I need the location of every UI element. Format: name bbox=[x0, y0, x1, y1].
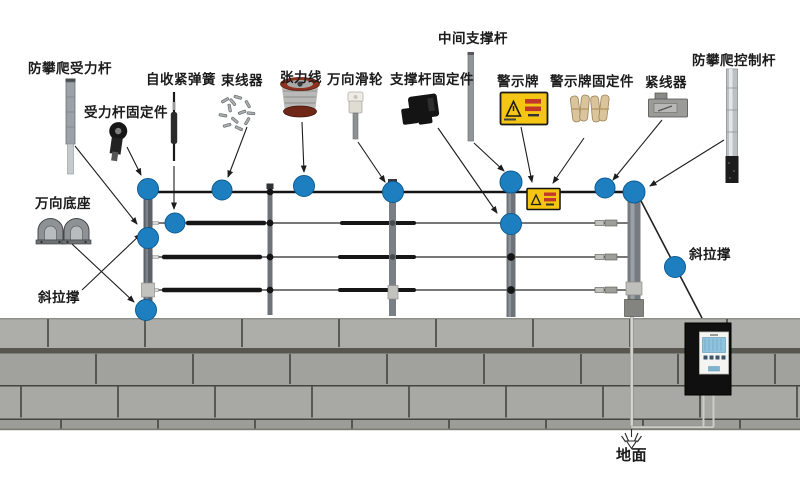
force-pole-illustration bbox=[65, 78, 76, 175]
tensioner-illustration bbox=[648, 92, 688, 118]
label-anti-climb-control-pole: 防攀爬控制杆 bbox=[692, 53, 776, 68]
label-diagonal-brace-right: 斜拉撑 bbox=[689, 247, 731, 262]
label-wire-tensioner: 紧线器 bbox=[645, 75, 687, 90]
label-diagonal-brace-left: 斜拉撑 bbox=[38, 290, 80, 305]
wire-springs bbox=[162, 220, 416, 293]
label-warning-sign: 警示牌 bbox=[497, 74, 539, 89]
label-anti-climb-force-pole: 防攀爬受力杆 bbox=[28, 61, 112, 76]
label-support-pole-fixing: 支撑杆固定件 bbox=[390, 72, 474, 87]
label-universal-pulley: 万向滑轮 bbox=[327, 72, 383, 87]
control-box bbox=[684, 322, 732, 396]
support-fixing-illustration bbox=[401, 93, 440, 125]
label-force-pole-fixing: 受力杆固定件 bbox=[84, 105, 168, 120]
universal-base-illustration bbox=[35, 218, 92, 245]
control-box-buttons bbox=[703, 355, 726, 360]
label-self-tightening-spring: 自收紧弹簧 bbox=[146, 72, 216, 87]
label-universal-base: 万向底座 bbox=[35, 196, 91, 211]
wire-turnbuckles bbox=[594, 219, 618, 294]
control-box-screen bbox=[702, 337, 726, 353]
label-wire-bundler: 束线器 bbox=[221, 73, 263, 88]
middle-support-pole bbox=[506, 178, 516, 317]
stone-wall bbox=[0, 318, 800, 431]
tension-wire-spool-illustration bbox=[280, 77, 320, 118]
fence-warning-sign bbox=[526, 187, 561, 211]
spring-illustration bbox=[170, 92, 178, 161]
blue-markers bbox=[135, 170, 686, 321]
callout-arrows bbox=[71, 119, 725, 303]
main-right-pole bbox=[624, 184, 644, 317]
intermediate-pole-1 bbox=[266, 183, 274, 315]
label-middle-support-pole: 中间支撑杆 bbox=[438, 31, 508, 46]
warning-sign-illustration bbox=[499, 91, 549, 126]
label-tension-wire: 张力线 bbox=[280, 70, 322, 85]
universal-pulley-illustration bbox=[347, 91, 364, 140]
force-pole-fixing-illustration bbox=[109, 122, 128, 162]
wire-bundler-illustration bbox=[218, 94, 256, 132]
fence-assembly bbox=[141, 178, 703, 319]
intermediate-pole-2 bbox=[387, 179, 399, 316]
main-left-pole bbox=[141, 184, 155, 317]
fence-poles bbox=[141, 178, 644, 317]
middle-pole-illustration bbox=[467, 52, 474, 142]
label-ground: 地面 bbox=[616, 447, 648, 464]
part-illustrations bbox=[35, 52, 739, 245]
ground-arrow-icon bbox=[621, 429, 642, 450]
sign-clips-illustration bbox=[569, 94, 610, 123]
label-warning-sign-fixing: 警示牌固定件 bbox=[550, 74, 634, 89]
control-pole-illustration bbox=[725, 68, 739, 183]
